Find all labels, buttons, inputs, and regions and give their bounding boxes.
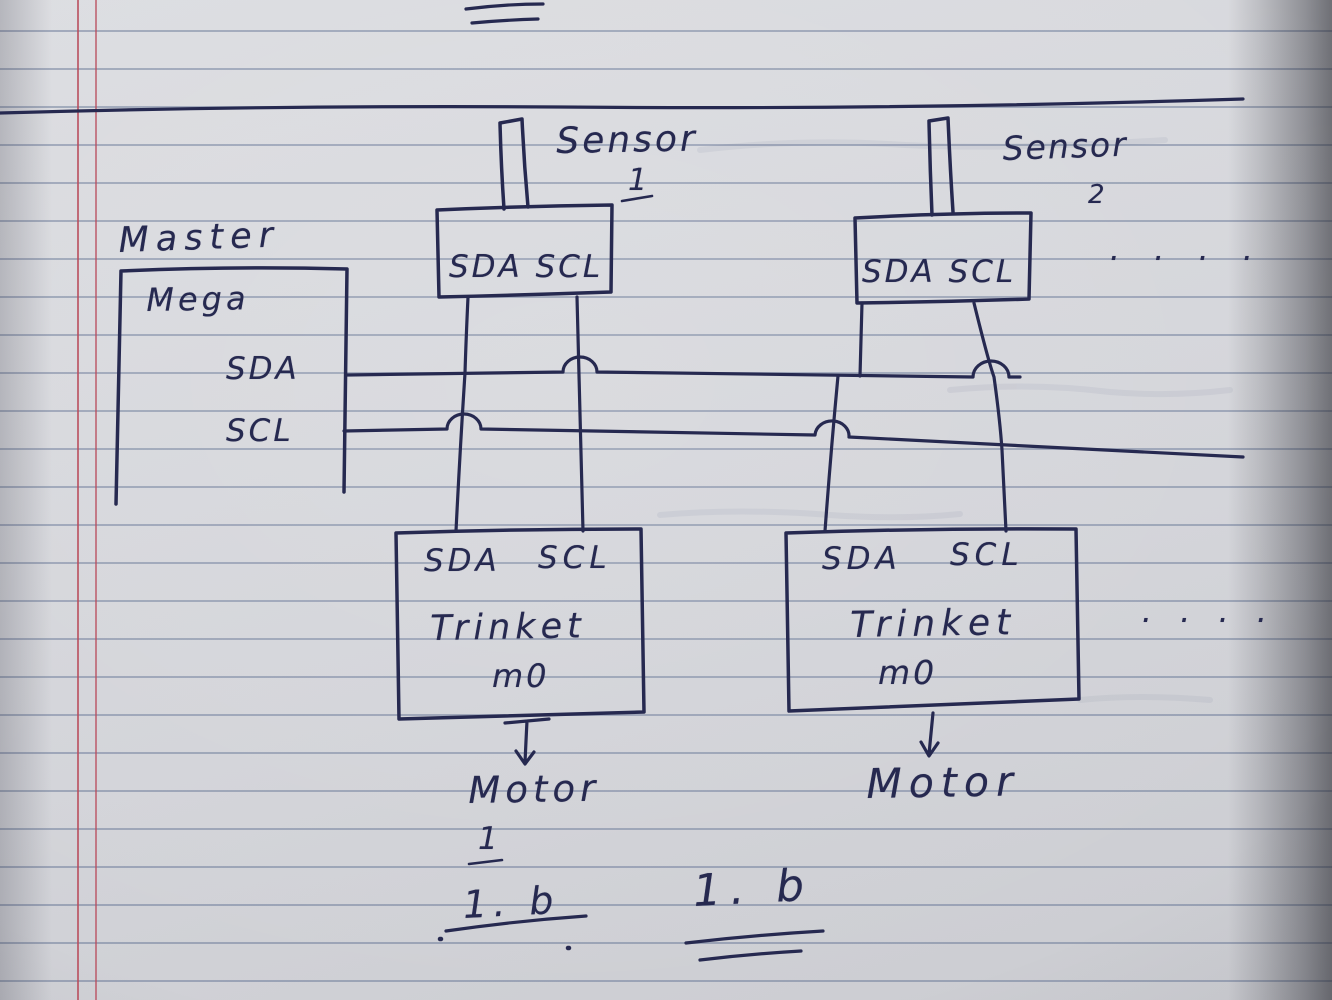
ghost-stroke (697, 137, 1168, 153)
trinket2-box-outline (784, 527, 1081, 713)
motor2-label: Motor (865, 757, 1021, 808)
wire-scl-bus (342, 412, 1245, 459)
wire-trinket2-sda (823, 374, 840, 533)
ink-equals-mark (464, 2, 545, 25)
motor1-number-label: 1 (478, 821, 498, 857)
wire-sensor1-scl-trinket1-scl (575, 295, 585, 533)
sensor1-pins-label: SDA SCL (449, 249, 604, 285)
trinket2-name-label: Trinket (849, 602, 1017, 646)
sensor2-number-label: 2 (1088, 180, 1105, 210)
ellipsis-mid: · · · · (1140, 601, 1275, 639)
trinket1-name-label: Trinket (429, 606, 587, 649)
ghost-stroke (657, 508, 963, 521)
caption-strikethrough (444, 914, 588, 933)
ink-top-line (0, 97, 1245, 115)
trinket1-scl-pin-label: SCL (538, 540, 612, 576)
sensor1-number-label: 1 (628, 163, 648, 198)
wire-sensor2-sda (858, 301, 864, 378)
trinket2-model-label: m0 (878, 653, 938, 692)
sensor2-box-outline (853, 211, 1033, 305)
figure-label-crossed-out: 1. b (461, 877, 561, 927)
sensor1-box-outline (435, 203, 614, 299)
caption-underline (684, 929, 825, 962)
motor1-number-underline (467, 858, 504, 866)
trinket1-sda-pin-label: SDA (424, 543, 501, 579)
master-scl-pin-label: SCL (226, 413, 294, 449)
figure-label: 1. b (691, 859, 815, 917)
master-box-outline (114, 266, 349, 506)
master-board-label: Mega (145, 279, 250, 319)
sensor1-name-label: Sensor (555, 118, 699, 162)
master-sda-pin-label: SDA (226, 351, 300, 387)
wire-sensor1-sda-trinket1-sda (454, 295, 470, 533)
ghost-stroke (947, 383, 1233, 398)
ghost-stroke (1077, 694, 1213, 703)
trinket2-motor-arrow (919, 711, 940, 758)
trinket1-box-outline (394, 527, 646, 721)
master-label: Master (117, 215, 281, 261)
sensor1-stem-outline (498, 117, 530, 211)
sensor2-pins-label: SDA SCL (862, 254, 1017, 290)
trinket1-model-label: m0 (492, 657, 550, 695)
ellipsis-top: · · · · (1108, 239, 1264, 277)
sensor2-stem-outline (927, 116, 955, 217)
trinket1-motor-arrow (503, 717, 551, 766)
wire-sda-bus (345, 355, 1022, 379)
red-margin-line-1 (77, 0, 79, 1000)
sensor1-number-underline (620, 194, 654, 203)
caption-stray-dots (437, 936, 572, 951)
sensor2-name-label: Sensor (1001, 124, 1129, 168)
red-margin-line-2 (95, 0, 97, 1000)
trinket2-sda-pin-label: SDA (822, 541, 902, 577)
trinket2-scl-pin-label: SCL (950, 537, 1024, 573)
wire-sensor2-scl-trinket2-scl (972, 301, 1008, 533)
motor1-label: Motor (467, 766, 601, 812)
